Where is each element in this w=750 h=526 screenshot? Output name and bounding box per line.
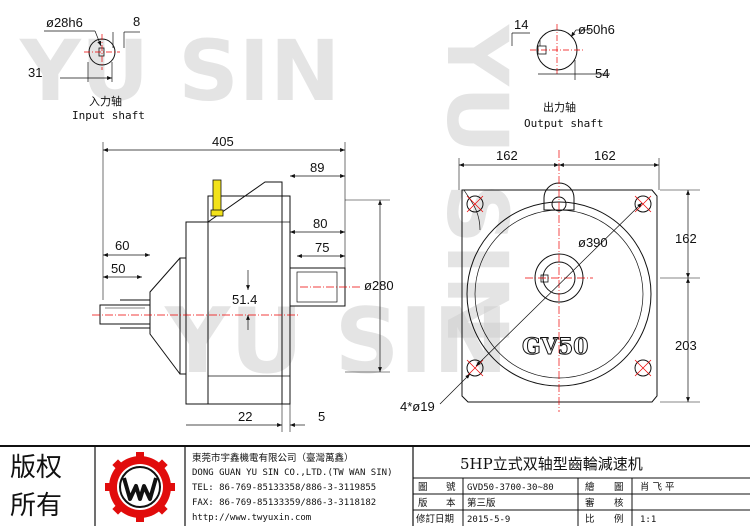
row3-label-1: 修訂日期 <box>416 513 454 525</box>
row1-label-1: 圖 <box>418 482 428 493</box>
revision-date: 2015-5-9 <box>467 515 510 525</box>
front-view <box>439 150 700 412</box>
row1-label-2: 號 <box>446 481 456 493</box>
dim-half-width-right: 162 <box>594 148 616 163</box>
row2-label-3: 審 <box>585 497 595 509</box>
watermark-top: YU SIN <box>19 22 340 120</box>
dim-89: 89 <box>310 160 324 175</box>
output-shaft-key-width: 14 <box>514 17 528 32</box>
input-shaft-key-width: 8 <box>133 14 140 29</box>
company-name-en: DONG GUAN YU SIN CO.,LTD.(TW WAN SIN) <box>192 468 392 478</box>
input-shaft-detail <box>44 30 140 82</box>
input-shaft-diameter: ø28h6 <box>46 15 83 30</box>
version-value: 第三版 <box>467 497 496 509</box>
company-website: http://www.twyuxin.com <box>192 513 311 523</box>
watermark-bottom: YU SIN <box>164 289 508 394</box>
row3-label-3: 比 <box>585 513 595 525</box>
rights-line1: 版权 <box>10 453 62 483</box>
product-title: 5HP立式双轴型齒輪減速机 <box>460 455 643 473</box>
dim-51-4: 51.4 <box>232 292 257 307</box>
drawing-number: GVD50-3700-30~80 <box>467 483 554 493</box>
dim-flange-dia: ø390 <box>578 235 608 250</box>
dim-half-width-left: 162 <box>496 148 518 163</box>
dim-holes: 4*ø19 <box>400 399 435 414</box>
dim-280: ø280 <box>364 278 394 293</box>
row2-label-4: 核 <box>614 497 624 509</box>
row2-label-2: 本 <box>446 497 456 509</box>
row3-label-4: 例 <box>614 513 624 525</box>
input-shaft-label-en: Input shaft <box>72 109 145 122</box>
drafter-name: 肖 飞 平 <box>640 481 675 493</box>
company-logo-icon <box>105 452 175 522</box>
dim-5: 5 <box>318 409 325 424</box>
rights-line2: 所有 <box>10 491 62 521</box>
company-fax: FAX: 86-769-85133359/886-3-3118182 <box>192 498 376 508</box>
input-shaft-key-depth: 31 <box>28 65 42 80</box>
row1-label-4: 圖 <box>614 482 624 493</box>
row1-label-3: 繪 <box>585 481 595 493</box>
dim-50: 50 <box>111 261 125 276</box>
input-shaft-label-cn: 入力轴 <box>89 94 122 108</box>
watermark: YU SIN YU SIN YU SIN <box>19 22 526 394</box>
dim-overall-length: 405 <box>212 134 234 149</box>
model-emboss: GV50 <box>522 334 588 360</box>
company-name-cn: 東莞市宇鑫機電有限公司（臺灣萬鑫） <box>192 452 354 464</box>
dim-75: 75 <box>315 240 329 255</box>
side-view <box>92 142 390 432</box>
dim-60: 60 <box>115 238 129 253</box>
output-shaft-label-en: Output shaft <box>524 117 603 130</box>
lifting-eye <box>210 179 224 217</box>
output-shaft-diameter: ø50h6 <box>578 22 615 37</box>
dim-22: 22 <box>238 409 252 424</box>
title-block <box>0 445 750 526</box>
output-shaft-key-depth: 54 <box>595 66 609 81</box>
dim-bottom-height: 203 <box>675 338 697 353</box>
output-shaft-detail <box>511 24 610 80</box>
company-tel: TEL: 86-769-85133358/886-3-3119855 <box>192 483 376 493</box>
output-shaft-label-cn: 出力轴 <box>543 100 576 114</box>
row2-label-1: 版 <box>418 497 428 509</box>
dim-top-height: 162 <box>675 231 697 246</box>
dim-80: 80 <box>313 216 327 231</box>
scale-value: 1:1 <box>640 515 656 525</box>
